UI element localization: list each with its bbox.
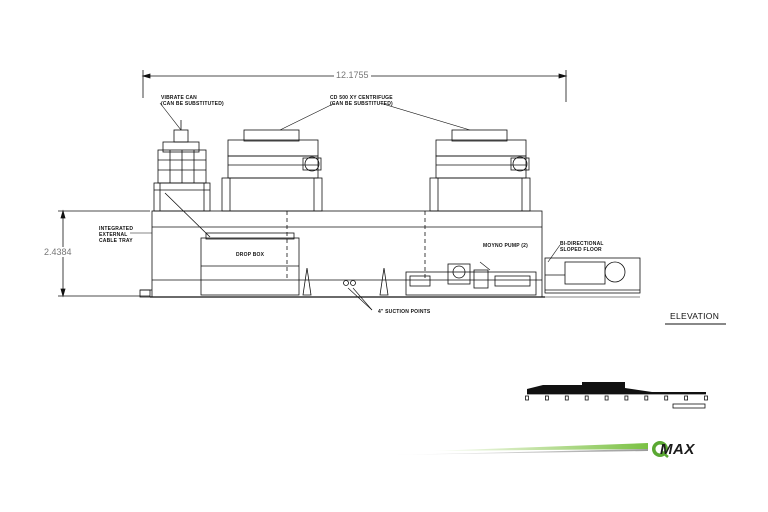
brand-logo: MAX (660, 441, 695, 458)
brand-swoosh-gray (388, 449, 648, 455)
centrifuge-label-line1: CD 500 XY CENTRIFUGE (330, 95, 393, 101)
brand-swoosh-green (430, 443, 648, 451)
cable-tray-label-line1: INTEGRATED (99, 226, 134, 232)
cone-2 (379, 267, 389, 296)
floor-label-line2: SLOPED FLOOR (560, 247, 602, 253)
scale-tick (604, 395, 609, 401)
view-title: ELEVATION (670, 311, 720, 321)
scale-tick (624, 395, 629, 401)
scale-tick (545, 395, 549, 401)
cable-tray-label-line3: CABLE TRAY (99, 238, 133, 244)
shaker-label-line2: (CAN BE SUBSTITUTED) (161, 101, 224, 107)
drop-box-label: DROP BOX (236, 252, 265, 258)
shaker-label-line1: VIBRATE CAN (161, 95, 197, 101)
scale-tick (664, 395, 669, 401)
scale-bar (527, 382, 706, 395)
height-value: 2.4384 (44, 247, 72, 257)
shaker-stand (153, 182, 211, 212)
cable-tray-label-line2: EXTERNAL (99, 232, 128, 238)
centrifuge-label-line2: (CAN BE SUBSTITUTED) (330, 101, 393, 107)
scale-tick (684, 395, 688, 401)
scale-tick (584, 395, 589, 401)
scale-tick (564, 395, 569, 401)
drop-box (200, 237, 300, 296)
scale-tick (644, 395, 649, 401)
shaker-unit (157, 120, 207, 184)
floor-label-line1: BI-DIRECTIONAL (560, 241, 604, 247)
tank-body (151, 210, 543, 298)
scale-tick (704, 395, 708, 401)
shaker-leader (159, 102, 182, 131)
suction-points-label: 4" SUCTION POINTS (378, 309, 431, 315)
pump-assembly (405, 261, 537, 296)
motor-unit (544, 257, 641, 294)
cone-1 (302, 267, 312, 296)
pump-label: MOYNO PUMP (2) (483, 243, 528, 249)
overall-length-value: 12.1755 (334, 70, 371, 80)
scale-tick (525, 395, 529, 401)
centrifuge-unit-1 (221, 129, 323, 212)
suction-points (343, 280, 373, 311)
centrifuge-unit-2 (429, 129, 531, 212)
